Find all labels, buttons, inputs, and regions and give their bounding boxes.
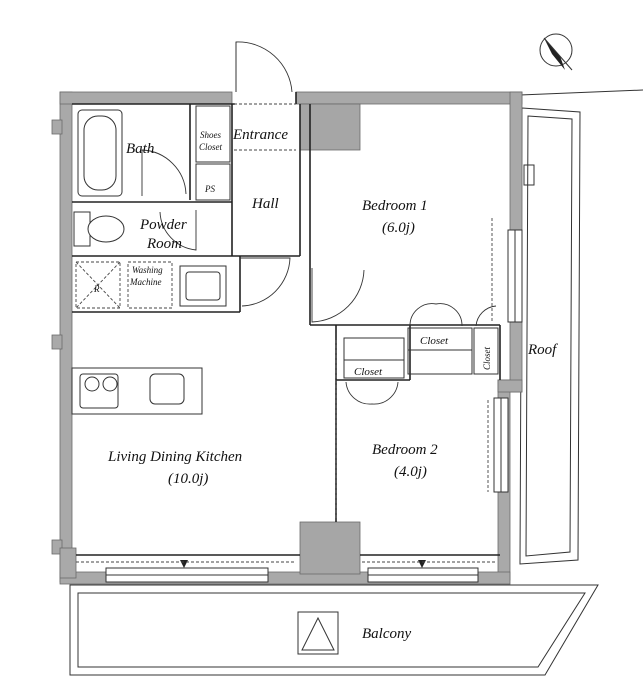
bath-label: Bath bbox=[126, 141, 154, 157]
bedroom1-door bbox=[311, 268, 365, 323]
hall-label: Hall bbox=[251, 196, 279, 212]
washing-machine-label: Washing bbox=[132, 265, 163, 275]
bedroom1-window bbox=[507, 229, 523, 323]
bedroom1-size: (6.0j) bbox=[382, 220, 415, 236]
exit-triangle-icon bbox=[297, 611, 339, 655]
ldk-size: (10.0j) bbox=[168, 471, 208, 487]
north-arrow-icon bbox=[539, 33, 573, 71]
shoes-closet-label-2: Closet bbox=[199, 142, 223, 152]
pillar-top bbox=[299, 103, 361, 151]
bedroom2-closet bbox=[343, 337, 405, 405]
washing-machine-label-2: Machine bbox=[129, 277, 162, 287]
ldk-window bbox=[105, 560, 269, 583]
room-labels: Bath Shoes Closet Entrance PS Hall Powde… bbox=[93, 127, 558, 642]
fridge-space bbox=[75, 261, 121, 309]
entrance-door bbox=[235, 41, 293, 93]
pillar-bottom bbox=[299, 521, 361, 575]
shoes-closet-label: Shoes bbox=[200, 130, 221, 140]
entrance-label: Entrance bbox=[232, 127, 288, 143]
roof-outline bbox=[519, 107, 581, 565]
roof-access-marker bbox=[523, 164, 535, 186]
powder-room-label-2: Room bbox=[146, 236, 182, 252]
ldk-label: Living Dining Kitchen bbox=[107, 449, 242, 465]
pillar-left-bottom bbox=[59, 547, 77, 579]
roof-top-edge bbox=[519, 89, 643, 96]
bath-room bbox=[77, 109, 187, 197]
bedroom1-side-closet-label: Closet bbox=[482, 346, 492, 370]
bedroom2-closet-label: Closet bbox=[354, 366, 383, 378]
balcony-label: Balcony bbox=[362, 626, 411, 642]
bedroom2-label: Bedroom 2 bbox=[372, 442, 438, 458]
fridge-label: R bbox=[93, 284, 100, 294]
bedroom1-closet bbox=[407, 303, 499, 375]
bedroom1-closet-label: Closet bbox=[420, 335, 449, 347]
powder-room bbox=[73, 210, 197, 251]
interior-walls bbox=[72, 92, 501, 556]
ps-label: PS bbox=[204, 184, 215, 194]
bedroom2-bottom-window bbox=[367, 560, 479, 583]
bedroom1-label: Bedroom 1 bbox=[362, 198, 428, 214]
powder-room-label: Powder bbox=[139, 217, 187, 233]
balcony-outline bbox=[69, 584, 599, 676]
bedroom2-window bbox=[493, 397, 509, 493]
hall-door bbox=[240, 257, 291, 307]
washing-machine-space bbox=[127, 261, 227, 309]
kitchen-counter bbox=[71, 367, 203, 415]
shoes-closet bbox=[195, 105, 231, 201]
bedroom2-size: (4.0j) bbox=[394, 464, 427, 480]
roof-label: Roof bbox=[527, 342, 558, 358]
